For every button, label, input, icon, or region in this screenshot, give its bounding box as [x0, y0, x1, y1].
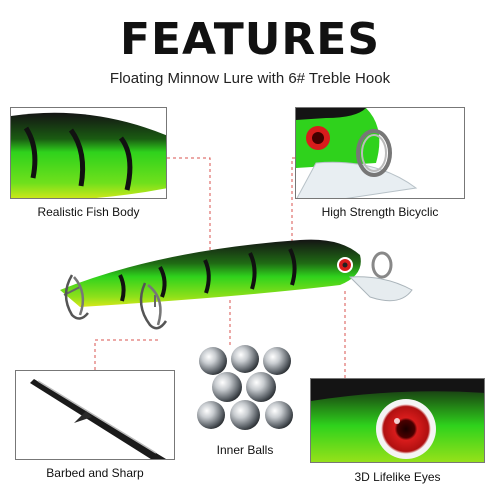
feature-card-hook-point — [15, 370, 175, 460]
feature-card-fish-body — [10, 107, 167, 199]
caption-eyes: 3D Lifelike Eyes — [354, 470, 441, 484]
page-subtitle: Floating Minnow Lure with 6# Treble Hook — [109, 70, 391, 87]
page-title: FEATURES — [119, 14, 381, 65]
eye-closeup-image — [311, 379, 484, 462]
feature-card-eyes — [310, 378, 485, 463]
lure-body-closeup-image — [11, 108, 166, 198]
inner-balls-image — [195, 345, 295, 435]
split-ring-closeup-image — [296, 108, 464, 198]
caption-split-ring: High Strength Bicyclic — [321, 205, 439, 219]
hook-point-closeup-image — [16, 371, 174, 459]
caption-fish-body: Realistic Fish Body — [37, 205, 140, 219]
caption-inner-balls: Inner Balls — [216, 443, 274, 457]
main-lure-image — [60, 239, 413, 330]
feature-card-split-ring — [295, 107, 465, 199]
caption-hook-point: Barbed and Sharp — [46, 466, 144, 480]
